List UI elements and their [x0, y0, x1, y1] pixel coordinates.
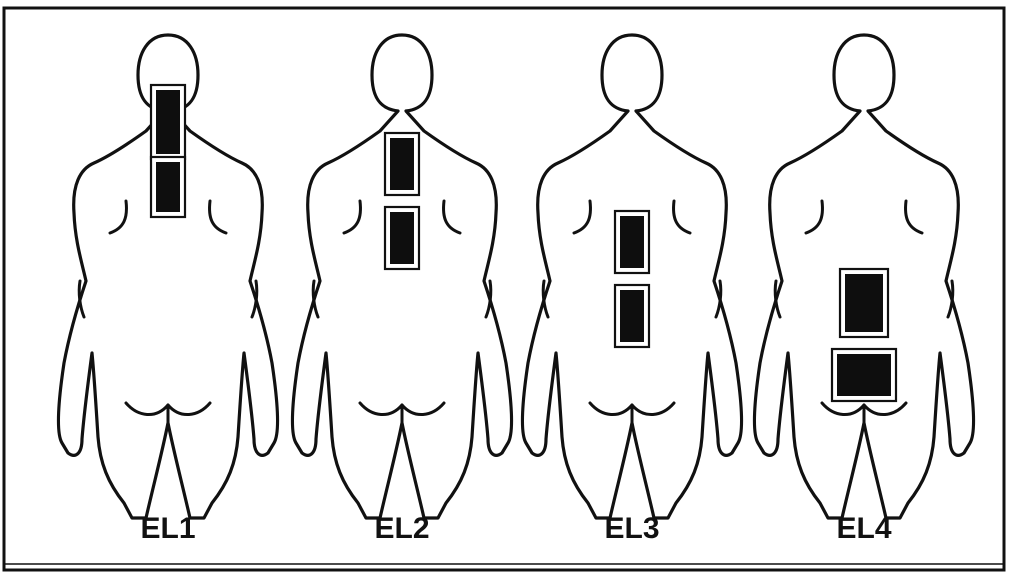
- figure-label: EL4: [836, 512, 891, 545]
- electrode-pad-lumbar: [840, 269, 888, 337]
- electrode-pad-upper-back: [151, 157, 185, 217]
- electrode-pad-neck: [151, 85, 185, 159]
- figure-label: EL3: [604, 512, 659, 545]
- electrode-pad-mid-back: [385, 207, 419, 269]
- figure-label: EL2: [374, 512, 429, 545]
- electrode-pad-upper-back: [385, 133, 419, 195]
- electrode-pad-sacral: [832, 349, 896, 401]
- electrode-pad-lower-back: [615, 285, 649, 347]
- electrode-pad-mid-back: [615, 211, 649, 273]
- figure-label: EL1: [140, 512, 195, 545]
